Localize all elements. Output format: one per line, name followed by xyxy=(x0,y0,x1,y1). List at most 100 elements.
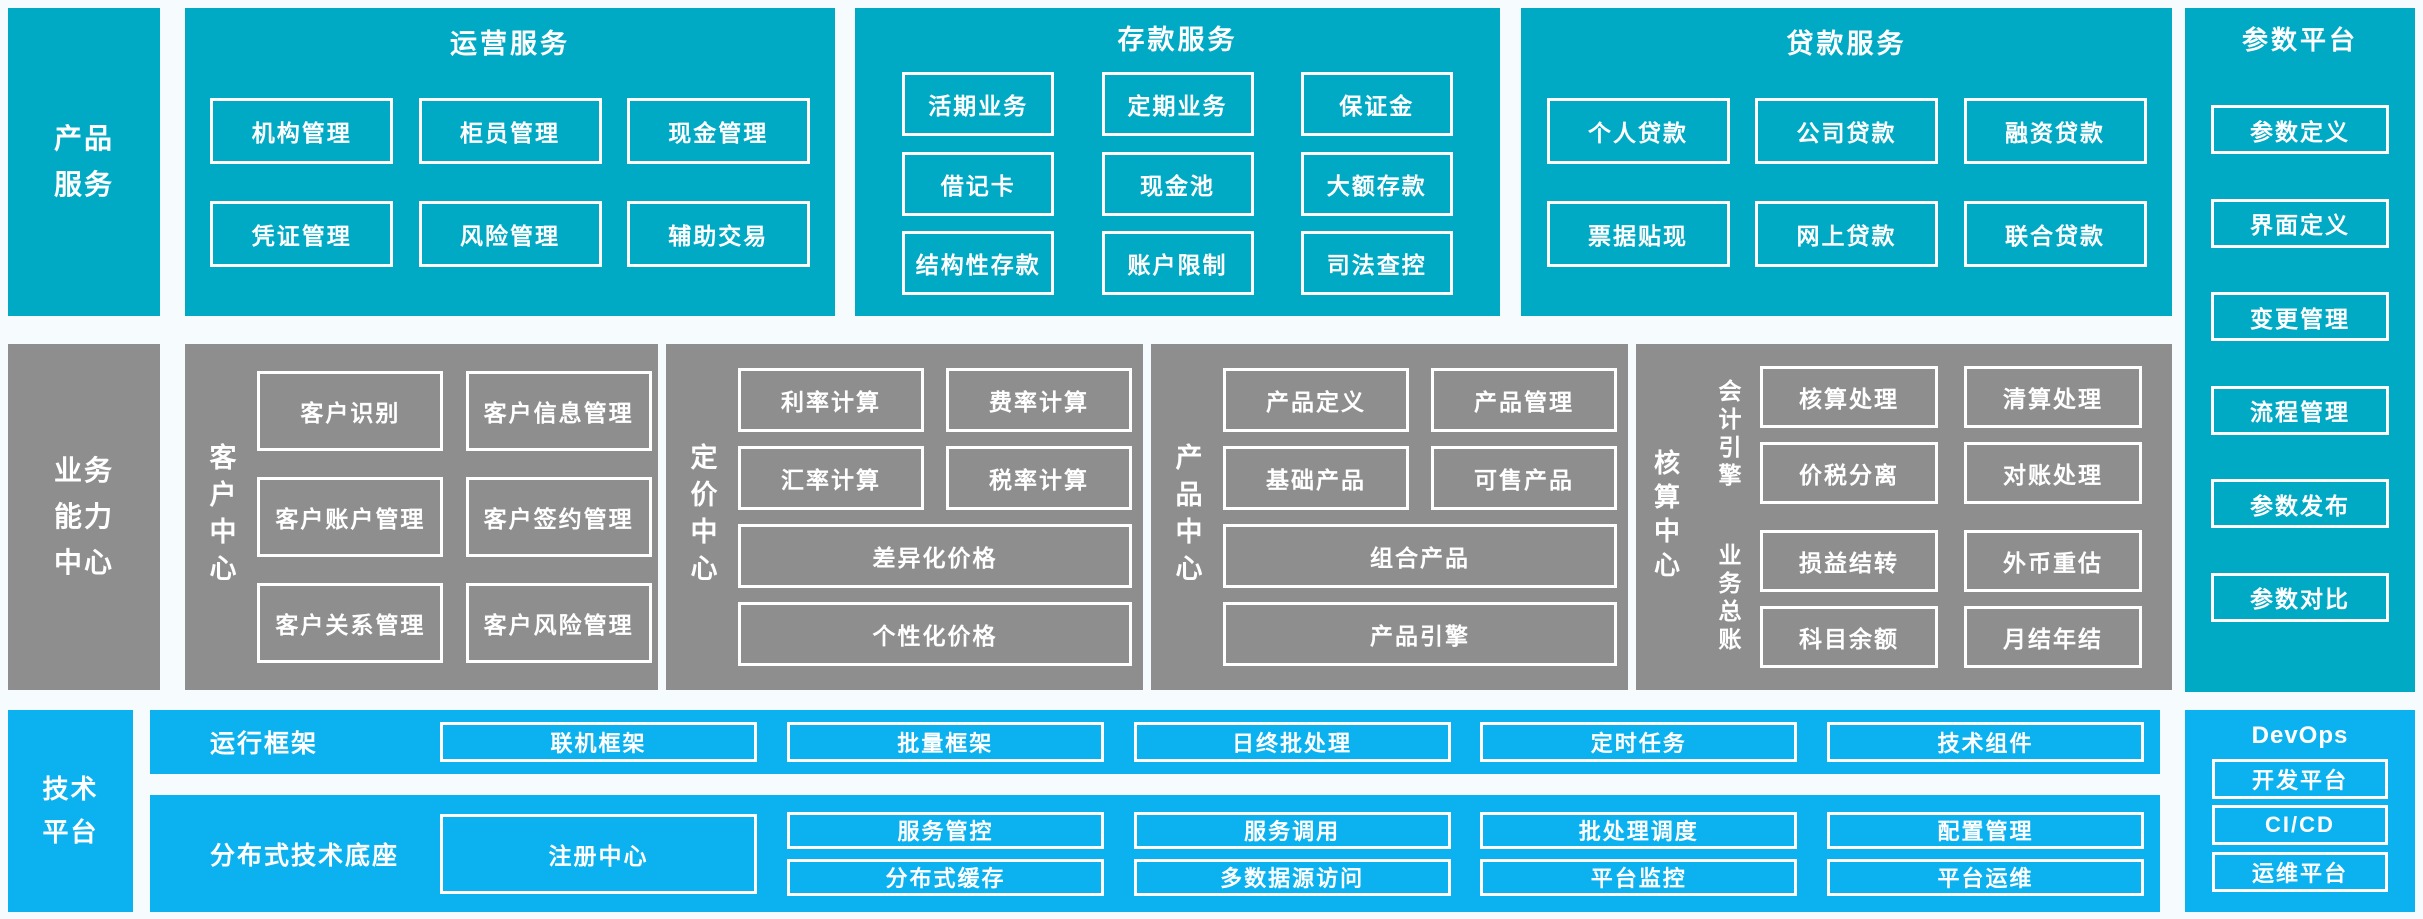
business-ledger-label-wrap: 业务总账 xyxy=(1696,543,1760,655)
runtime-box: 技术组件 xyxy=(1827,722,2144,762)
accounting-box: 清算处理 xyxy=(1964,366,2142,428)
customer-box: 客户关系管理 xyxy=(257,583,444,663)
deposit-box: 大额存款 xyxy=(1300,151,1453,216)
deposit-box: 借记卡 xyxy=(902,151,1055,216)
pricing-center-label: 定价中心 xyxy=(686,443,717,591)
devops-box: CI/CD xyxy=(2212,805,2388,845)
loan-box: 票据贴现 xyxy=(1546,201,1730,267)
devops-section: DevOps 开发平台 CI/CD 运维平台 xyxy=(2185,710,2415,912)
deposit-box: 结构性存款 xyxy=(902,230,1055,295)
parameter-box: 流程管理 xyxy=(2211,385,2389,435)
band-label-business-capability: 业务能力中心 xyxy=(8,344,160,690)
distributed-base-label: 分布式技术底座 xyxy=(210,841,400,870)
product-center-label: 产品中心 xyxy=(1171,443,1202,591)
accounting-center-section: 核算中心 会计引擎 核算处理清算处理价税分离对账处理 业务总账 损益结转外币重估… xyxy=(1636,344,2172,690)
accounting-box: 对账处理 xyxy=(1964,442,2142,504)
customer-box: 客户风险管理 xyxy=(465,583,652,663)
business-ledger-group: 业务总账 损益结转外币重估科目余额月结年结 xyxy=(1696,530,2164,668)
band-label-text: 产品服务 xyxy=(53,122,114,200)
deposit-box: 司法查控 xyxy=(1300,230,1453,295)
product-center-section: 产品中心 产品定义产品管理基础产品可售产品 组合产品产品引擎 xyxy=(1151,344,1628,690)
band-label-text: 业务能力中心 xyxy=(53,454,114,579)
operations-box: 现金管理 xyxy=(626,98,810,164)
customer-center-section: 客户中心 客户识别客户信息管理客户账户管理客户签约管理客户关系管理客户风险管理 xyxy=(185,344,658,690)
parameter-platform-section: 参数平台 参数定义界面定义变更管理流程管理参数发布参数对比 xyxy=(2185,8,2415,692)
product-wide-box: 组合产品 xyxy=(1223,524,1617,588)
distributed-base-row-1: 服务管控服务调用批处理调度配置管理 xyxy=(787,811,2144,849)
loans-boxes: 个人贷款公司贷款融资贷款票据贴现网上贷款联合贷款 xyxy=(1521,61,2172,316)
pricing-box: 税率计算 xyxy=(946,446,1132,510)
distributed-box: 服务管控 xyxy=(787,811,1104,849)
product-wide-box: 产品引擎 xyxy=(1223,602,1617,666)
pricing-wide-box: 个性化价格 xyxy=(738,602,1132,666)
operations-box: 柜员管理 xyxy=(418,98,602,164)
parameter-box: 参数定义 xyxy=(2211,105,2389,155)
loans-title: 贷款服务 xyxy=(1786,29,1907,59)
deposit-box: 现金池 xyxy=(1101,151,1254,216)
pricing-box: 费率计算 xyxy=(946,368,1132,432)
ledger-box: 外币重估 xyxy=(1964,530,2142,592)
ledger-box: 科目余额 xyxy=(1760,606,1938,668)
distributed-base-rows: 服务管控服务调用批处理调度配置管理 分布式缓存多数据源访问平台监控平台运维 xyxy=(787,811,2160,896)
distributed-box: 批处理调度 xyxy=(1480,811,1798,849)
ledger-box: 损益结转 xyxy=(1760,530,1938,592)
distributed-box: 平台监控 xyxy=(1480,858,1798,896)
parameter-box: 变更管理 xyxy=(2211,292,2389,342)
operations-box: 辅助交易 xyxy=(626,201,810,267)
deposit-services-section: 存款服务 活期业务定期业务保证金借记卡现金池大额存款结构性存款账户限制司法查控 xyxy=(855,8,1500,316)
distributed-box: 服务调用 xyxy=(1133,811,1451,849)
distributed-box: 分布式缓存 xyxy=(787,858,1104,896)
product-box: 可售产品 xyxy=(1431,446,1617,510)
devops-box: 开发平台 xyxy=(2212,758,2388,799)
product-center-content: 产品定义产品管理基础产品可售产品 组合产品产品引擎 xyxy=(1223,344,1635,690)
product-center-label-wrap: 产品中心 xyxy=(1151,344,1223,690)
band-label-technology-platform: 技术平台 xyxy=(8,710,133,912)
customer-box: 客户信息管理 xyxy=(465,371,652,451)
accounting-box: 核算处理 xyxy=(1760,366,1938,428)
distributed-base-section: 分布式技术底座 注册中心 服务管控服务调用批处理调度配置管理 分布式缓存多数据源… xyxy=(150,795,2160,912)
loan-box: 公司贷款 xyxy=(1755,98,1938,164)
parameter-box: 参数对比 xyxy=(2211,572,2389,622)
accounting-engine-boxes: 核算处理清算处理价税分离对账处理 xyxy=(1760,366,2142,504)
product-box: 产品管理 xyxy=(1431,368,1617,432)
business-ledger-boxes: 损益结转外币重估科目余额月结年结 xyxy=(1760,530,2142,668)
accounting-box: 价税分离 xyxy=(1760,442,1938,504)
accounting-center-label: 核算中心 xyxy=(1650,449,1681,585)
distributed-box: 多数据源访问 xyxy=(1133,858,1451,896)
operations-services-section: 运营服务 机构管理柜员管理现金管理凭证管理风险管理辅助交易 xyxy=(185,8,835,316)
loan-box: 个人贷款 xyxy=(1546,98,1730,164)
accounting-engine-label-wrap: 会计引擎 xyxy=(1696,379,1760,491)
devops-boxes: 开发平台 CI/CD 运维平台 xyxy=(2185,750,2415,912)
runtime-box: 批量框架 xyxy=(786,722,1104,762)
pricing-center-content: 利率计算费率计算汇率计算税率计算 差异化价格个性化价格 xyxy=(738,344,1150,690)
pricing-center-section: 定价中心 利率计算费率计算汇率计算税率计算 差异化价格个性化价格 xyxy=(666,344,1143,690)
pricing-center-label-wrap: 定价中心 xyxy=(666,344,738,690)
runtime-box: 联机框架 xyxy=(440,722,757,762)
pricing-center-boxes: 利率计算费率计算汇率计算税率计算 xyxy=(738,368,1132,510)
distributed-box: 平台运维 xyxy=(1826,858,2144,896)
operations-title: 运营服务 xyxy=(450,29,570,59)
registry-center-box: 注册中心 xyxy=(440,813,757,894)
runtime-box: 日终批处理 xyxy=(1133,722,1451,762)
pricing-box: 利率计算 xyxy=(738,368,924,432)
accounting-engine-label: 会计引擎 xyxy=(1715,379,1741,491)
deposit-box: 账户限制 xyxy=(1101,230,1254,295)
accounting-engine-group: 会计引擎 核算处理清算处理价税分离对账处理 xyxy=(1696,366,2164,504)
pricing-box: 汇率计算 xyxy=(738,446,924,510)
operations-boxes: 机构管理柜员管理现金管理凭证管理风险管理辅助交易 xyxy=(185,61,835,316)
loan-box: 网上贷款 xyxy=(1755,201,1938,267)
deposit-box: 活期业务 xyxy=(902,72,1055,137)
distributed-box: 配置管理 xyxy=(1826,811,2144,849)
accounting-groups: 会计引擎 核算处理清算处理价税分离对账处理 业务总账 损益结转外币重估科目余额月… xyxy=(1696,344,2172,690)
devops-title: DevOps xyxy=(2251,722,2349,749)
product-center-wide-boxes: 组合产品产品引擎 xyxy=(1223,524,1617,666)
deposits-title: 存款服务 xyxy=(1117,25,1238,55)
product-box: 产品定义 xyxy=(1223,368,1409,432)
accounting-center-label-wrap: 核算中心 xyxy=(1636,344,1696,690)
product-box: 基础产品 xyxy=(1223,446,1409,510)
devops-box: 运维平台 xyxy=(2212,851,2388,892)
customer-center-label-wrap: 客户中心 xyxy=(185,344,257,690)
loan-box: 融资贷款 xyxy=(1963,98,2147,164)
deposits-boxes: 活期业务定期业务保证金借记卡现金池大额存款结构性存款账户限制司法查控 xyxy=(855,57,1500,316)
